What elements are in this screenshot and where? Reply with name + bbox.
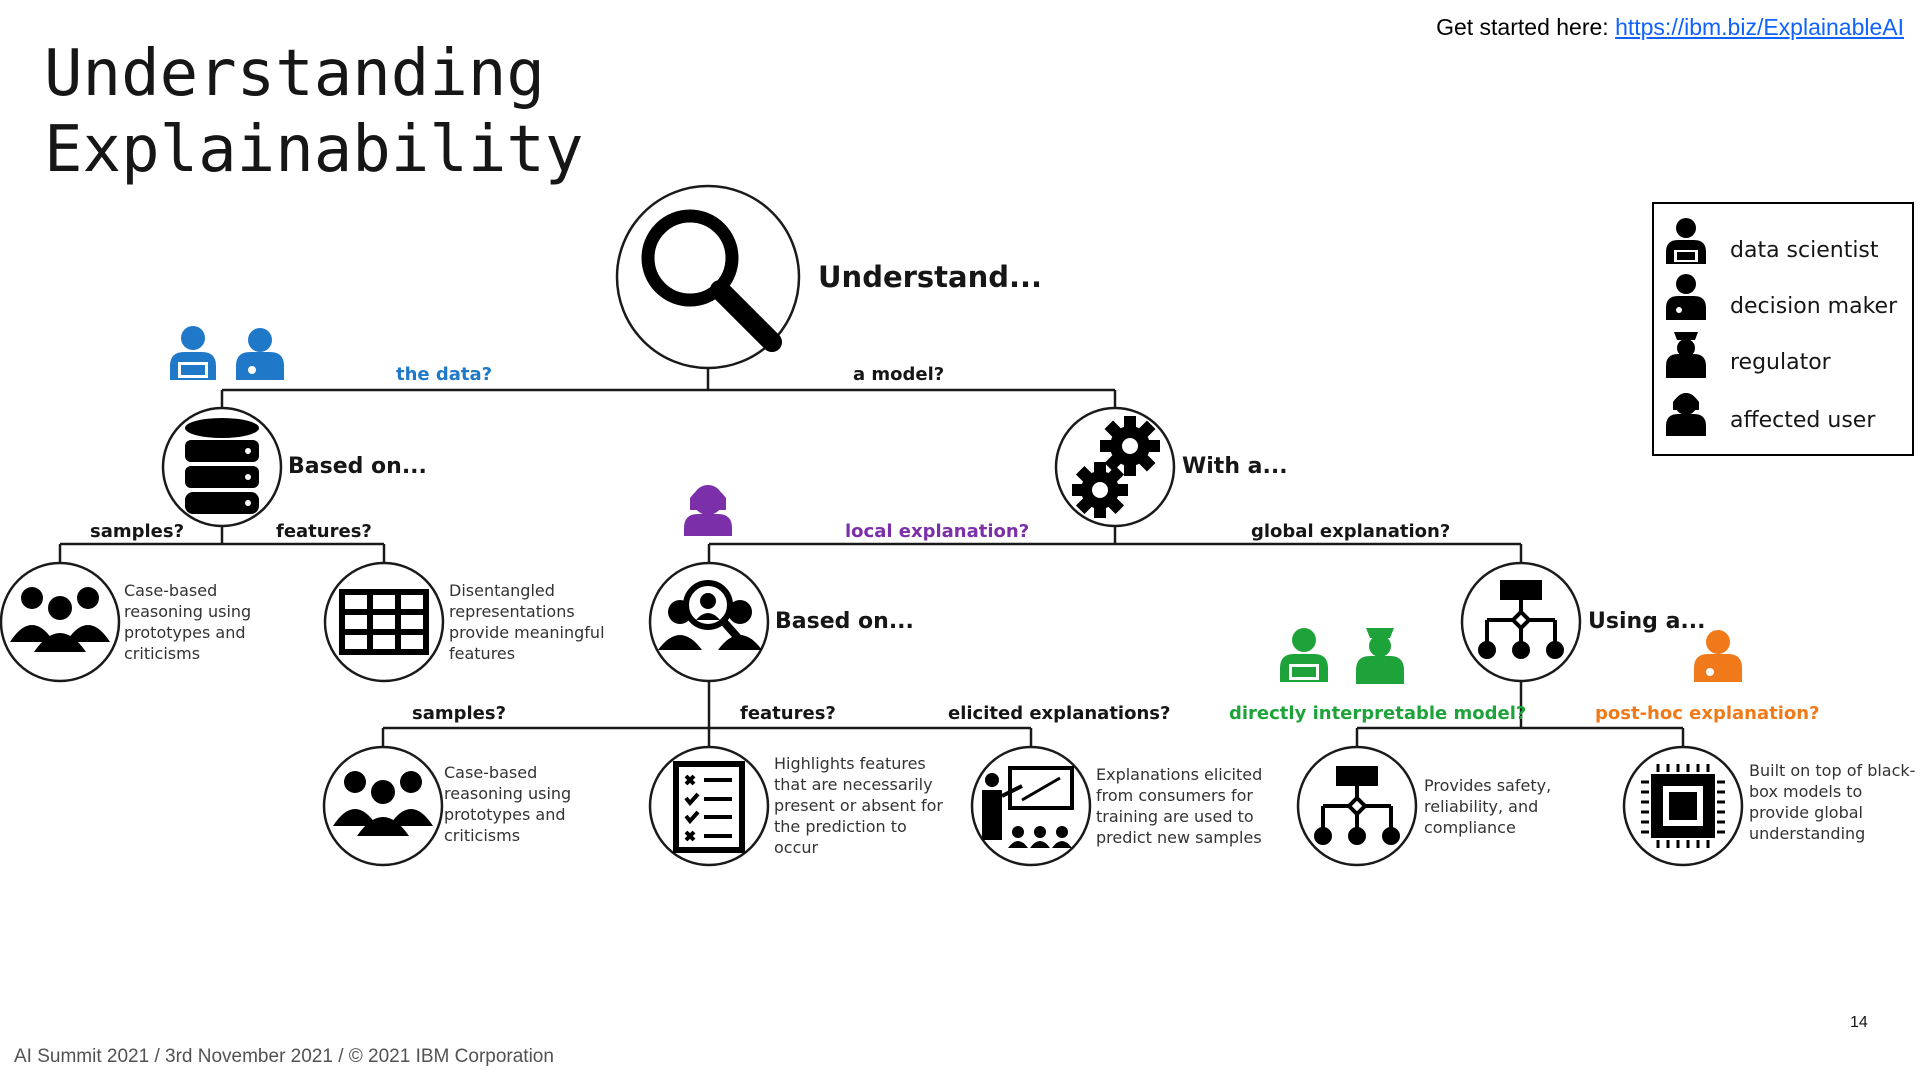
- gears-icon: [1072, 416, 1160, 518]
- persona-legend: data scientist decision maker regulator …: [1652, 202, 1914, 456]
- root-label: Understand...: [818, 260, 1043, 294]
- get-started-link[interactable]: https://ibm.biz/ExplainableAI: [1615, 14, 1904, 40]
- data-scientist-icon: [170, 326, 216, 380]
- chip-icon: [1641, 764, 1725, 848]
- legend-item: data scientist: [1730, 238, 1879, 263]
- direct-model-label: directly interpretable model?: [1229, 703, 1527, 724]
- posthoc-label: post-hoc explanation?: [1595, 703, 1820, 724]
- global-explanation-label: global explanation?: [1251, 521, 1451, 542]
- legend-affected-user-icon: [1666, 393, 1706, 436]
- local-node-label: Based on...: [775, 609, 914, 634]
- legend-decision-maker-icon: [1666, 274, 1706, 320]
- local-explanation-label: local explanation?: [845, 521, 1030, 542]
- title-line-2: Explainability: [44, 113, 584, 187]
- global-node-label: Using a...: [1588, 609, 1706, 634]
- decision-maker-icon: [1694, 630, 1742, 682]
- people-search-icon: [658, 580, 762, 650]
- legend-data-scientist-icon: [1666, 218, 1706, 264]
- data-node-label: Based on...: [288, 454, 427, 479]
- title-line-1: Understanding: [44, 37, 545, 111]
- data-samples-label: samples?: [90, 521, 185, 542]
- local-elicited-label: elicited explanations?: [948, 703, 1171, 724]
- legend-item: decision maker: [1730, 294, 1898, 319]
- data-features-label: features?: [276, 521, 372, 542]
- model-node-label: With a...: [1182, 454, 1288, 479]
- checklist-icon: [673, 761, 745, 853]
- data-scientist-icon: [1280, 628, 1328, 682]
- magnifier-icon: [641, 209, 782, 352]
- database-icon: [185, 418, 259, 514]
- data-features-desc: Disentangled representations provide mea…: [449, 581, 605, 663]
- footer-text: AI Summit 2021 / 3rd November 2021 / © 2…: [14, 1046, 554, 1067]
- direct-desc: Provides safety, reliability, and compli…: [1424, 776, 1552, 837]
- decision-maker-icon: [236, 328, 284, 380]
- page-title: Understanding Explainability: [44, 36, 583, 188]
- data-samples-desc: Case-based reasoning using prototypes an…: [124, 581, 252, 663]
- affected-user-icon: [684, 485, 732, 536]
- local-samples-label: samples?: [412, 703, 507, 724]
- group-icon: [333, 771, 433, 836]
- regulator-icon: [1356, 628, 1404, 684]
- presentation-icon: [982, 766, 1074, 848]
- tree-connectors: [58, 368, 1685, 746]
- page-number: 14: [1850, 1014, 1868, 1031]
- get-started: Get started here: https://ibm.biz/Explai…: [1436, 14, 1904, 41]
- branch-data-label: the data?: [396, 364, 493, 385]
- get-started-label: Get started here:: [1436, 14, 1616, 40]
- local-features-label: features?: [740, 703, 836, 724]
- legend-item: affected user: [1730, 408, 1876, 433]
- local-elicited-desc: Explanations elicited from consumers for…: [1096, 765, 1263, 847]
- table-icon: [339, 589, 429, 655]
- posthoc-desc: Built on top of black- box models to pro…: [1749, 761, 1916, 843]
- group-icon: [10, 587, 110, 652]
- local-samples-desc: Case-based reasoning using prototypes an…: [444, 763, 572, 845]
- legend-item: regulator: [1730, 350, 1831, 375]
- flowchart-icon: [1478, 580, 1564, 659]
- local-features-desc: Highlights features that are necessarily…: [774, 754, 943, 857]
- legend-regulator-icon: [1666, 332, 1706, 378]
- branch-model-label: a model?: [853, 364, 945, 385]
- flowchart-icon: [1314, 766, 1400, 845]
